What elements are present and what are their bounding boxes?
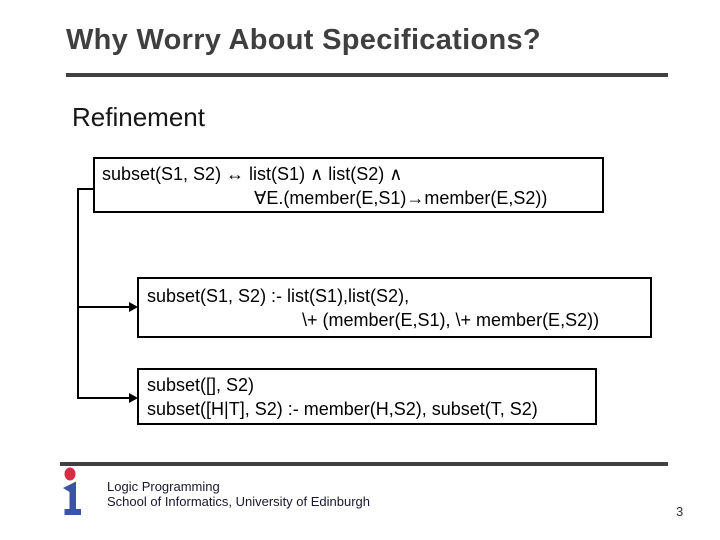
footer-rule: [60, 462, 668, 466]
refined-clause-box: subset(S1, S2) :- list(S1),list(S2), \+ …: [137, 277, 652, 338]
clause-line-2: \+ (member(E,S1), \+ member(E,S2)): [302, 310, 600, 330]
specification-box: subset(S1, S2) ↔ list(S1) ∧ list(S2) ∧ ∀…: [93, 157, 604, 213]
recursive-clause-box: subset([], S2) subset([H|T], S2) :- memb…: [137, 368, 597, 425]
slide-title: Why Worry About Specifications?: [66, 24, 541, 56]
title-rule: [66, 73, 668, 77]
base-case-line: subset([], S2): [147, 375, 255, 395]
spec-line-1: subset(S1, S2) ↔ list(S1) ∧ list(S2) ∧: [102, 164, 403, 184]
informatics-logo-icon: [63, 467, 81, 515]
section-heading: Refinement: [72, 102, 205, 132]
clause-line-1: subset(S1, S2) :- list(S1),list(S2),: [147, 286, 410, 306]
spec-line-2: ∀E.(member(E,S1)→member(E,S2)): [254, 188, 548, 208]
page-number: 3: [676, 504, 684, 519]
footer-line-1: Logic Programming: [107, 479, 220, 494]
recursive-case-line: subset([H|T], S2) :- member(H,S2), subse…: [147, 399, 538, 419]
footer-line-2: School of Informatics, University of Edi…: [107, 494, 371, 509]
footer-affiliation: Logic Programming School of Informatics,…: [107, 479, 370, 509]
